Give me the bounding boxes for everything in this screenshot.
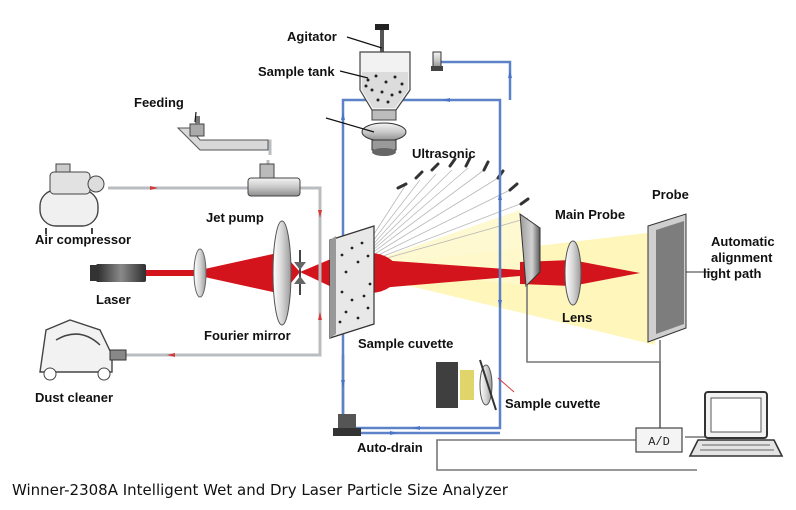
label-alignment-line1: Automatic: [711, 234, 775, 249]
label-lens: Lens: [562, 310, 592, 325]
sample-cuvette-main: [329, 225, 375, 339]
jet-pump: [247, 163, 301, 197]
spatial-filter: [294, 250, 306, 295]
figure-caption: Winner-2308A Intelligent Wet and Dry Las…: [12, 481, 509, 499]
label-sample-cuvette-small: Sample cuvette: [505, 396, 600, 411]
label-probe: Probe: [652, 187, 689, 202]
auto-drain-valve: [333, 414, 361, 436]
label-alignment-line3: light path: [703, 266, 762, 281]
sample-tank: [359, 51, 411, 111]
label-air-compressor: Air compressor: [35, 232, 131, 247]
fourier-mirror: [272, 220, 292, 326]
air-compressor: [39, 163, 105, 234]
label-leaders: [194, 36, 383, 133]
feeding-hopper: [176, 116, 269, 151]
label-auto-drain: Auto-drain: [357, 440, 423, 455]
ultrasonic-transducer: [361, 109, 407, 156]
label-main-probe: Main Probe: [555, 207, 625, 222]
label-laser: Laser: [96, 292, 131, 307]
sample-cuvette-small: [436, 359, 515, 411]
label-ultrasonic: Ultrasonic: [412, 146, 476, 161]
label-dust-cleaner: Dust cleaner: [35, 390, 113, 405]
scatter-detector-array: [396, 156, 530, 206]
flow-arrows-blue: [341, 70, 512, 435]
probe-detector: [647, 213, 687, 343]
label-agitator: Agitator: [287, 29, 337, 44]
flow-arrows-red: [150, 186, 322, 357]
laser-source: [90, 264, 146, 282]
label-jet-pump: Jet pump: [206, 210, 264, 225]
collimating-lens: [193, 248, 207, 298]
ad-converter: A/D: [635, 427, 683, 453]
label-feeding: Feeding: [134, 95, 184, 110]
focusing-lens: [564, 240, 582, 306]
label-alignment-line2: alignment: [711, 250, 773, 265]
overflow-valve: [431, 51, 443, 71]
main-probe: [519, 212, 541, 288]
label-sample-cuvette-main: Sample cuvette: [358, 336, 453, 351]
label-fourier-mirror: Fourier mirror: [204, 328, 291, 343]
label-sample-tank: Sample tank: [258, 64, 335, 79]
laptop-computer: [688, 391, 784, 457]
signal-wires: [436, 285, 705, 471]
ad-converter-label: A/D: [648, 435, 670, 449]
dust-cleaner: [39, 319, 127, 381]
